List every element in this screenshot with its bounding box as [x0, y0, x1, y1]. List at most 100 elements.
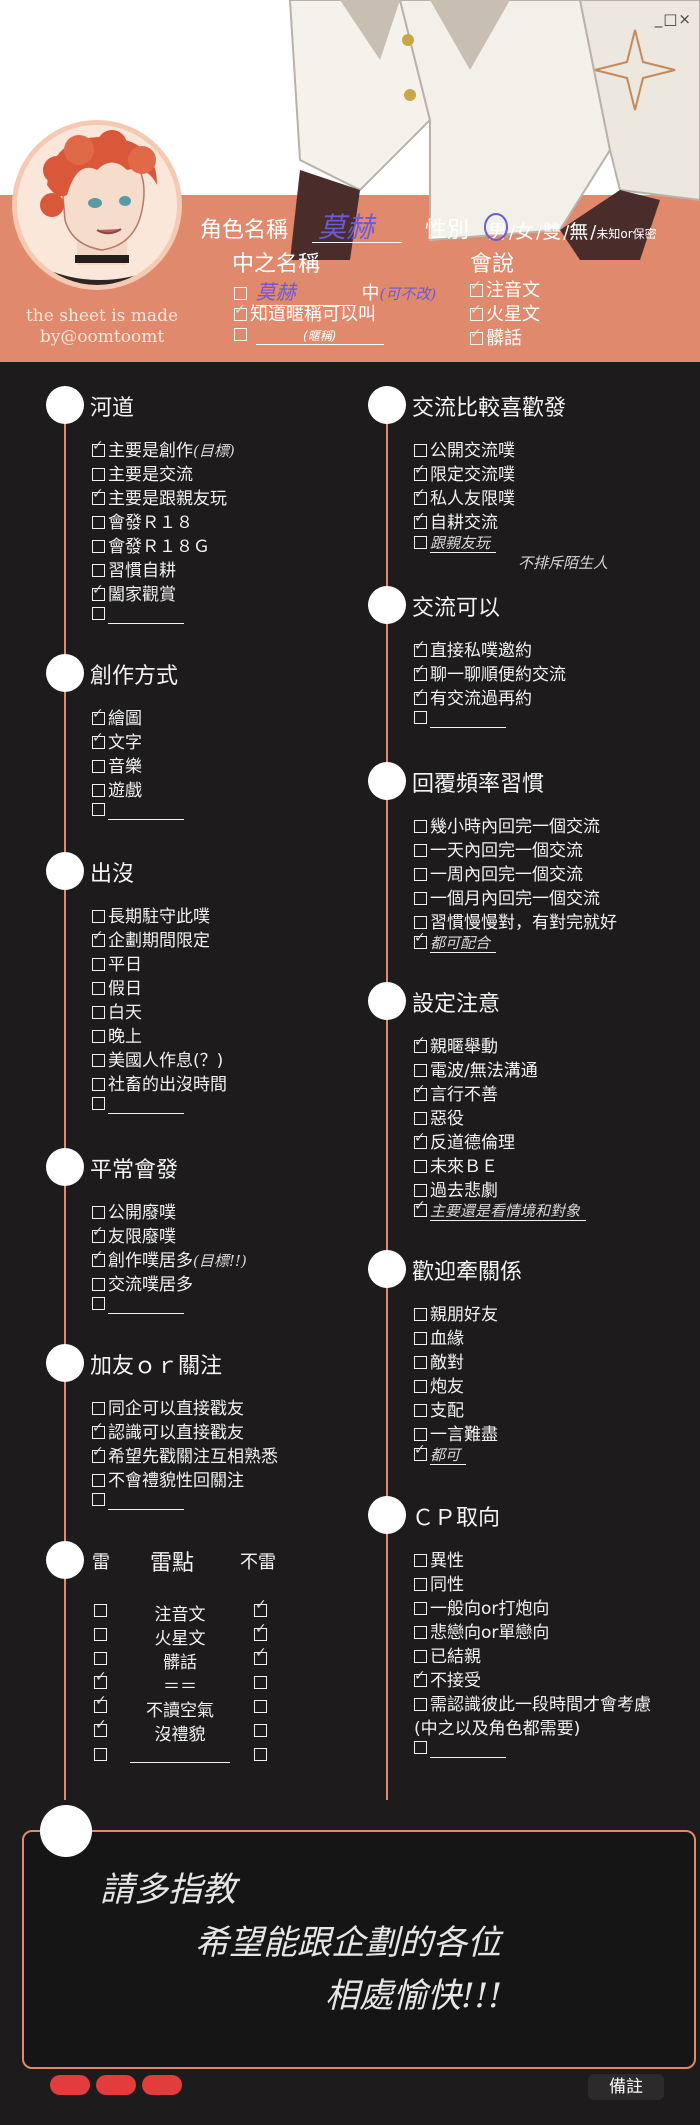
checkbox[interactable]	[414, 1626, 427, 1639]
checklist-item[interactable]: 主要是交流	[92, 460, 193, 485]
mine-checkbox[interactable]	[94, 1748, 107, 1761]
checkbox[interactable]	[92, 1006, 105, 1019]
checklist-item[interactable]: 音樂	[92, 752, 142, 777]
checklist-item[interactable]: 言行不善	[414, 1080, 498, 1105]
speak-zhuyin-checkbox[interactable]	[470, 278, 483, 297]
page-dot-1[interactable]	[50, 2075, 90, 2095]
checkbox[interactable]	[414, 711, 427, 724]
checklist-item[interactable]	[414, 1738, 506, 1758]
checkbox[interactable]	[92, 1224, 105, 1243]
checkbox[interactable]	[414, 662, 427, 681]
checkbox[interactable]	[92, 1444, 105, 1463]
checklist-item[interactable]: 都可	[414, 1442, 467, 1465]
ok-checkbox[interactable]	[254, 1597, 267, 1617]
checklist-item[interactable]: 自耕交流	[414, 508, 498, 533]
checkbox[interactable]	[92, 928, 105, 947]
checkbox[interactable]	[414, 462, 427, 481]
checkbox[interactable]	[92, 582, 105, 601]
checklist-item[interactable]: 親暱舉動	[414, 1032, 498, 1057]
notes-button[interactable]: 備註	[588, 2074, 664, 2100]
checkbox[interactable]	[92, 1297, 105, 1310]
checkbox[interactable]	[414, 1034, 427, 1053]
checkbox[interactable]	[414, 1380, 427, 1393]
checklist-item[interactable]: 交流噗居多	[92, 1270, 193, 1295]
gender-option-none[interactable]: 無	[569, 221, 589, 243]
mine-checkbox[interactable]	[94, 1693, 107, 1713]
checkbox[interactable]	[92, 564, 105, 577]
speak-item-zhuyin[interactable]: 注音文	[470, 276, 540, 302]
checklist-item[interactable]: 惡役	[414, 1104, 464, 1129]
checklist-item[interactable]: 炮友	[414, 1372, 464, 1397]
ok-checkbox[interactable]	[254, 1645, 267, 1665]
checklist-item[interactable]: 限定交流噗	[414, 460, 515, 485]
mine-checkbox[interactable]	[94, 1652, 107, 1665]
ok-checkbox[interactable]	[254, 1676, 267, 1689]
speak-swear-checkbox[interactable]	[470, 326, 483, 345]
checkbox[interactable]	[92, 468, 105, 481]
checkbox[interactable]	[414, 1112, 427, 1125]
checklist-item[interactable]: 社畜的出沒時間	[92, 1070, 227, 1095]
checkbox[interactable]	[92, 1097, 105, 1110]
checkbox[interactable]	[414, 1442, 427, 1461]
handwritten-note[interactable]: 都可	[430, 1446, 467, 1465]
checkbox[interactable]	[92, 1278, 105, 1291]
checklist-item[interactable]: 聊一聊順便約交流	[414, 660, 566, 685]
checklist-item[interactable]: 需認識彼此一段時間才會考慮	[414, 1690, 651, 1715]
blank-line[interactable]	[108, 609, 184, 624]
checklist-item[interactable]: 希望先戳關注互相熟悉	[92, 1442, 278, 1467]
speak-item-swear[interactable]: 髒話	[470, 324, 522, 350]
checkbox[interactable]	[414, 1698, 427, 1711]
checklist-item[interactable]: 電波/無法溝通	[414, 1056, 538, 1081]
checklist-item[interactable]: 公開廢噗	[92, 1198, 176, 1223]
page-dot-2[interactable]	[96, 2075, 136, 2095]
know-nickname-checkbox[interactable]	[234, 302, 247, 321]
checkbox[interactable]	[92, 1030, 105, 1043]
checklist-item[interactable]: 長期駐守此噗	[92, 902, 210, 927]
handwritten-note[interactable]: 跟親友玩	[430, 534, 497, 553]
checklist-item[interactable]: 悲戀向or單戀向	[414, 1618, 549, 1643]
checkbox[interactable]	[414, 1578, 427, 1591]
checklist-item[interactable]: 一言難盡	[414, 1420, 498, 1445]
checkbox[interactable]	[414, 536, 427, 549]
handwritten-note[interactable]: 主要還是看情境和對象	[430, 1202, 587, 1221]
checklist-item[interactable]: 不接受	[414, 1666, 481, 1691]
checklist-item[interactable]: 直接私噗邀約	[414, 636, 532, 661]
checklist-item[interactable]: 文字	[92, 728, 142, 753]
speak-item-martian[interactable]: 火星文	[470, 300, 540, 326]
checkbox[interactable]	[92, 607, 105, 620]
mine-checkbox[interactable]	[94, 1628, 107, 1641]
ok-checkbox[interactable]	[254, 1748, 267, 1761]
checklist-item[interactable]	[92, 604, 184, 624]
checkbox[interactable]	[414, 916, 427, 929]
blank-line[interactable]	[108, 1299, 184, 1314]
checkbox[interactable]	[414, 1160, 427, 1173]
checklist-item[interactable]: 都可配合	[414, 930, 497, 953]
checklist-item[interactable]: 晚上	[92, 1022, 142, 1047]
checkbox[interactable]	[92, 1078, 105, 1091]
checkbox[interactable]	[92, 958, 105, 971]
mine-checkbox[interactable]	[94, 1669, 107, 1689]
ok-checkbox[interactable]	[254, 1724, 267, 1737]
checklist-item[interactable]	[92, 1490, 184, 1510]
mine-checkbox[interactable]	[94, 1717, 107, 1737]
blank-line[interactable]	[108, 1495, 184, 1510]
checklist-item[interactable]: 主要是創作(目標)	[92, 436, 235, 461]
checklist-item[interactable]: 同企可以直接戳友	[92, 1394, 244, 1419]
checklist-item[interactable]: 平日	[92, 950, 142, 975]
checkbox[interactable]	[92, 486, 105, 505]
checklist-item[interactable]: 一周內回完一個交流	[414, 860, 583, 885]
checklist-item[interactable]: 友限廢噗	[92, 1222, 176, 1247]
checklist-item[interactable]: 不會禮貌性回關注	[92, 1466, 244, 1491]
checkbox[interactable]	[414, 1554, 427, 1567]
checkbox[interactable]	[92, 1402, 105, 1415]
blank-line[interactable]	[108, 805, 184, 820]
checklist-item[interactable]: 習慣慢慢對，有對完就好	[414, 908, 617, 933]
checklist-item[interactable]: 跟親友玩	[414, 532, 497, 553]
checkbox[interactable]	[92, 1248, 105, 1267]
checklist-item[interactable]: 白天	[92, 998, 142, 1023]
role-name-value[interactable]: 莫赫	[318, 211, 375, 244]
nickname-checkbox[interactable]	[234, 328, 247, 341]
checklist-item[interactable]: 闔家觀賞	[92, 580, 176, 605]
gender-option-unknown[interactable]: 未知or保密	[596, 227, 657, 241]
checklist-item[interactable]	[92, 1094, 184, 1114]
